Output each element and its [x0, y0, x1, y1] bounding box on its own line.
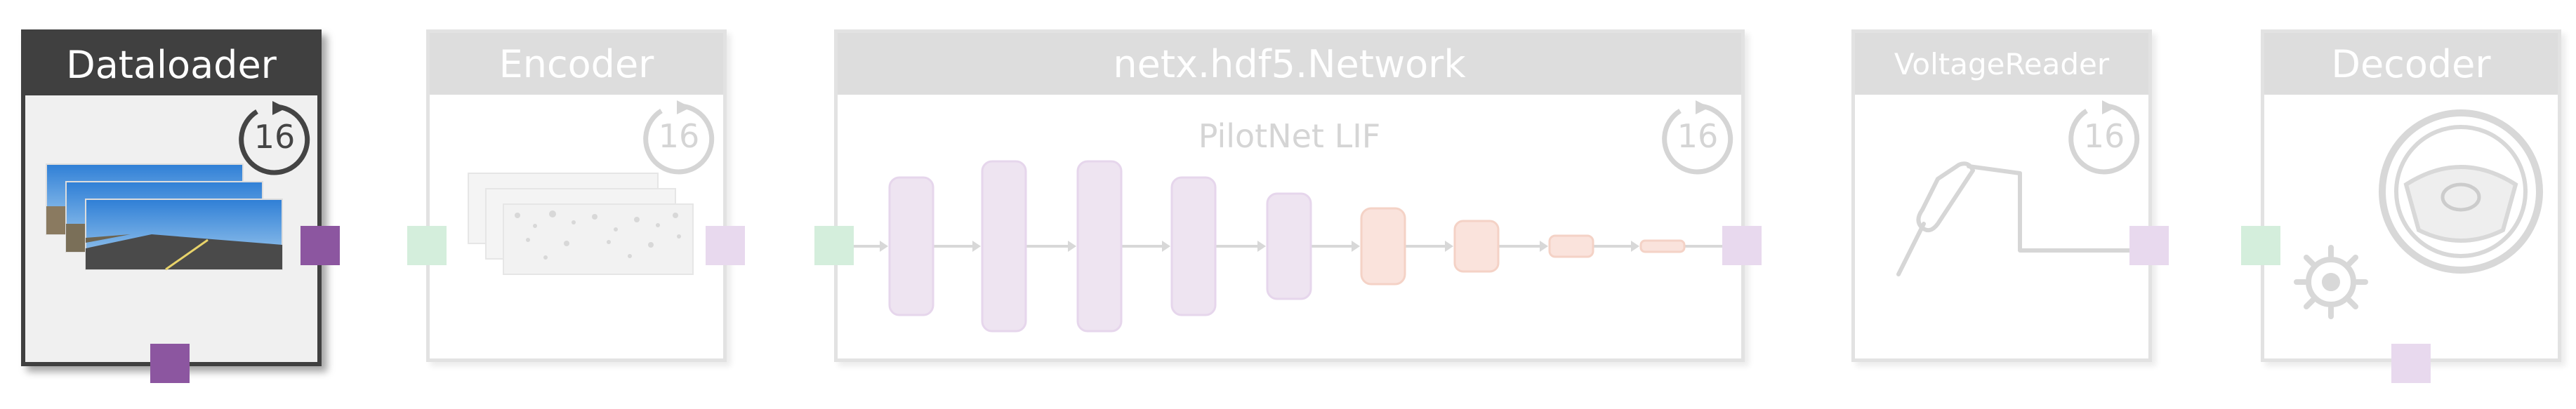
decoder-header: Decoder	[2264, 33, 2558, 95]
dataloader-output-port-bottom[interactable]	[150, 344, 190, 383]
dataloader-header: Dataloader	[25, 34, 317, 95]
network-title: netx.hdf5.Network	[1113, 41, 1466, 86]
voltage-reader-header: VoltageReader	[1855, 33, 2148, 95]
network-layer-2	[981, 160, 1027, 333]
network-layer-6	[1360, 207, 1406, 286]
network-layer-1	[888, 176, 934, 316]
gear-icon	[2294, 245, 2368, 319]
encoder-input-port[interactable]	[407, 226, 447, 265]
network-input-port[interactable]	[814, 226, 854, 265]
network-layer-7	[1453, 220, 1500, 273]
loop-counter-icon	[1662, 100, 1733, 175]
network-layer-5	[1266, 192, 1312, 300]
dataloader-block[interactable]: Dataloader 16	[21, 29, 322, 366]
encoder-output-port[interactable]	[706, 226, 745, 265]
encoder-header: Encoder	[430, 33, 723, 95]
network-layer-3	[1076, 160, 1123, 333]
decoder-input-port[interactable]	[2241, 226, 2280, 265]
decoder-title: Decoder	[2331, 41, 2491, 86]
image-stack-icon	[46, 163, 283, 271]
steering-wheel-icon	[2379, 109, 2543, 274]
voltage-reader-output-port[interactable]	[2129, 226, 2169, 265]
network-layer-4	[1170, 176, 1217, 316]
network-layers-diagram	[843, 160, 1722, 333]
dataloader-title: Dataloader	[66, 42, 277, 87]
network-badge: 16	[1677, 117, 1719, 155]
network-header: netx.hdf5.Network	[838, 33, 1741, 95]
voltage-reader-badge: 16	[2083, 117, 2125, 155]
decoder-block[interactable]: Decoder	[2261, 29, 2561, 362]
encoder-block[interactable]: Encoder 16	[426, 29, 727, 362]
voltage-reader-title: VoltageReader	[1894, 46, 2110, 81]
loop-counter-icon	[239, 101, 310, 175]
network-layer-9	[1639, 239, 1686, 253]
probe-icon	[1896, 161, 2134, 276]
decoder-output-port-bottom[interactable]	[2391, 344, 2431, 383]
encoder-title: Encoder	[498, 41, 654, 86]
network-layer-8	[1548, 234, 1594, 258]
network-block[interactable]: netx.hdf5.Network PilotNet LIF 16	[834, 29, 1745, 362]
network-subtitle: PilotNet LIF	[1198, 117, 1381, 155]
voltage-reader-block[interactable]: VoltageReader 16	[1851, 29, 2152, 362]
network-output-port[interactable]	[1722, 226, 1762, 265]
dataloader-output-port-right[interactable]	[300, 226, 340, 265]
encoder-badge: 16	[658, 117, 700, 155]
dataloader-badge: 16	[253, 118, 296, 156]
loop-counter-icon	[643, 100, 715, 175]
spike-image-stack-icon	[468, 173, 694, 275]
loop-counter-icon	[2068, 100, 2140, 175]
